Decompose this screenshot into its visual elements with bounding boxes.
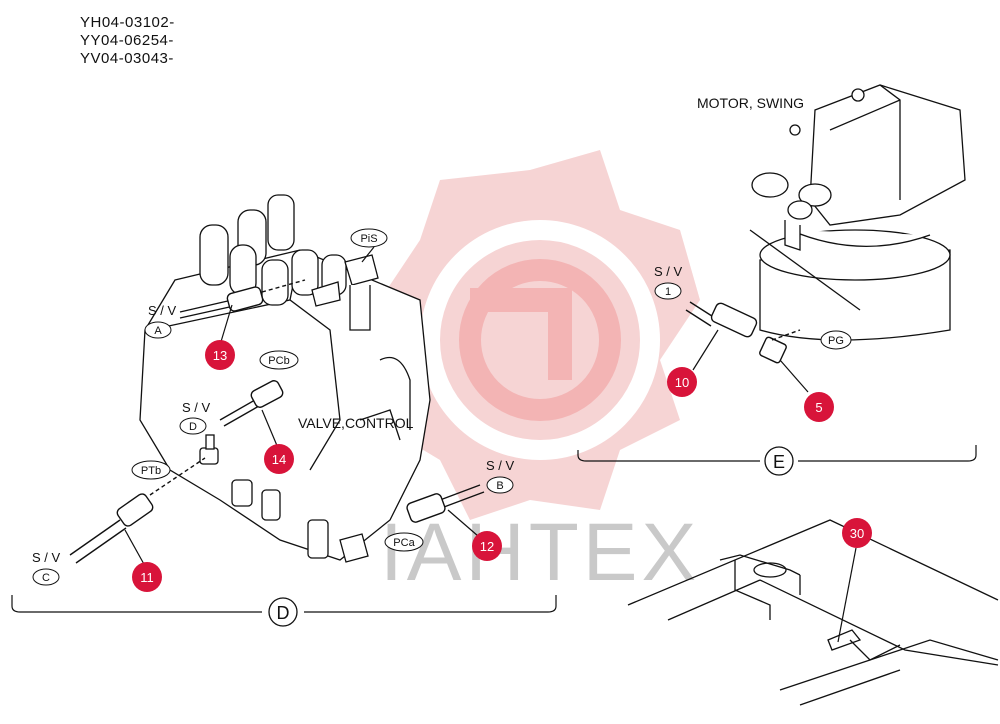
- serial-number: YV04-03043-: [80, 50, 174, 67]
- port-pg-oval: [820, 330, 852, 350]
- sv-1-label: S / V: [654, 264, 683, 279]
- callout-13[interactable]: 13: [205, 340, 235, 370]
- callout-5-text: 5: [815, 400, 822, 415]
- callout-30[interactable]: 30: [842, 518, 872, 548]
- sv-b-oval: [486, 476, 514, 494]
- callout-12[interactable]: 12: [472, 531, 502, 561]
- port-pca-oval: [384, 532, 424, 552]
- control-valve-drawing: [139, 194, 431, 563]
- port-ptb-text: PTb: [141, 465, 161, 477]
- callout-30-text: 30: [850, 526, 864, 541]
- sv-c-label: S / V: [32, 550, 61, 565]
- port-pg-text: PG: [828, 335, 844, 347]
- view-d-bracket: [11, 595, 557, 613]
- sv-d-oval-text: D: [189, 421, 197, 433]
- view-e-label: E: [773, 452, 785, 472]
- serial-list: YH04-03102- YY04-06254- YV04-03043-: [80, 14, 175, 68]
- port-ptb-oval: [131, 460, 171, 480]
- watermark-text: ІАНТЕХ: [380, 507, 700, 598]
- sv-a-label: S / V: [148, 303, 177, 318]
- hose-lines-d: [69, 279, 485, 564]
- port-pcb-oval: [259, 350, 299, 370]
- hose-lines-e: [685, 301, 801, 364]
- callout-10[interactable]: 10: [667, 367, 697, 397]
- view-d-label: D: [277, 603, 290, 623]
- sv-a-oval: [144, 321, 172, 339]
- port-pca-text: PCa: [393, 537, 415, 549]
- sv-d-label: S / V: [182, 400, 211, 415]
- valve-control-label: VALVE,CONTROL: [298, 415, 414, 431]
- swing-motor-drawing: [749, 84, 966, 341]
- callout-14-text: 14: [272, 452, 286, 467]
- port-pis-oval: [350, 228, 388, 248]
- sv-1-oval-text: 1: [665, 286, 671, 298]
- view-e-circle: [764, 446, 794, 476]
- sv-c-oval-text: C: [42, 572, 50, 584]
- sv-d-oval: [179, 417, 207, 435]
- motor-swing-label: MOTOR, SWING: [697, 95, 804, 111]
- sv-c-oval: [32, 568, 60, 586]
- frame-detail-drawing: [627, 519, 999, 706]
- sv-a-oval-text: A: [154, 325, 162, 337]
- sv-b-label: S / V: [486, 458, 515, 473]
- leader-lines-d: [124, 246, 479, 567]
- callout-12-text: 12: [480, 539, 494, 554]
- callout-14[interactable]: 14: [264, 444, 294, 474]
- port-pis-text: PiS: [360, 233, 377, 245]
- callout-10-text: 10: [675, 375, 689, 390]
- view-d-circle: [268, 597, 298, 627]
- leader-lines-e: [692, 329, 809, 393]
- view-e-bracket: [577, 445, 977, 462]
- port-pcb-text: PCb: [268, 355, 289, 367]
- callout-13-text: 13: [213, 348, 227, 363]
- callout-11-text: 11: [140, 570, 154, 585]
- callout-5[interactable]: 5: [804, 392, 834, 422]
- serial-number: YH04-03102-: [80, 14, 175, 31]
- serial-number: YY04-06254-: [80, 32, 174, 49]
- watermark-gear-logo: [380, 150, 700, 520]
- sv-1-oval: [654, 282, 682, 300]
- callout-11[interactable]: 11: [132, 562, 162, 592]
- leader-line-30: [837, 547, 857, 643]
- sv-b-oval-text: B: [496, 480, 503, 492]
